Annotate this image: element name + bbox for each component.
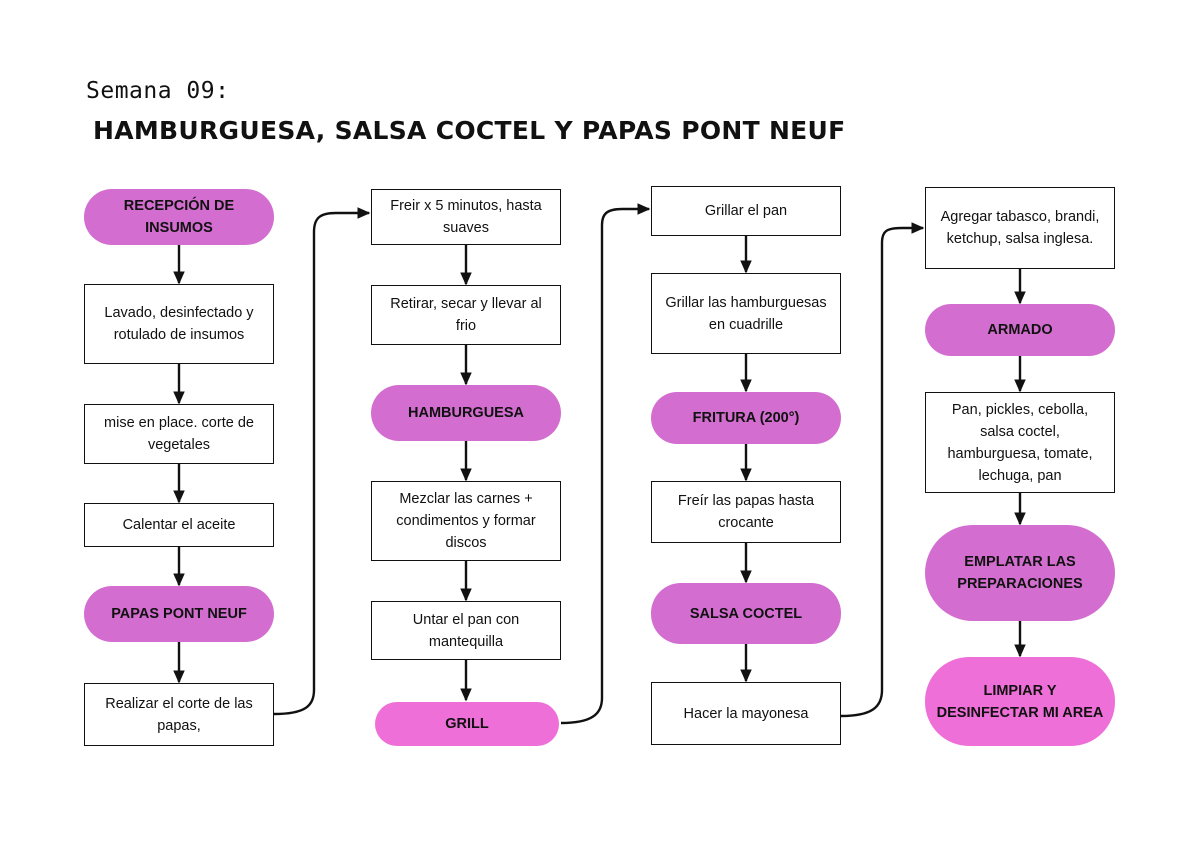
connector-col3-col4	[840, 222, 925, 718]
node-calentar-aceite: Calentar el aceite	[84, 503, 274, 547]
node-mise-en-place: mise en place. corte de vegetales	[84, 404, 274, 464]
node-agregar-tabasco: Agregar tabasco, brandi, ketchup, salsa …	[925, 187, 1115, 269]
connector-col2-col3	[560, 203, 651, 725]
node-freir-5-minutos: Freir x 5 minutos, hasta suaves	[371, 189, 561, 245]
node-untar-pan: Untar el pan con mantequilla	[371, 601, 561, 660]
node-hamburguesa: HAMBURGUESA	[371, 385, 561, 441]
node-grill: GRILL	[375, 702, 559, 746]
node-freir-papas: Freír las papas hasta crocante	[651, 481, 841, 543]
node-corte-papas: Realizar el corte de las papas,	[84, 683, 274, 746]
node-retirar-secar: Retirar, secar y llevar al frio	[371, 285, 561, 345]
node-grillar-hamburguesas: Grillar las hamburguesas en cuadrille	[651, 273, 841, 354]
node-grillar-pan: Grillar el pan	[651, 186, 841, 236]
connector-col1-col2	[273, 207, 371, 716]
node-armado: ARMADO	[925, 304, 1115, 356]
node-lavado-desinfectado: Lavado, desinfectado y rotulado de insum…	[84, 284, 274, 364]
subtitle: Semana 09:	[86, 78, 230, 104]
node-fritura: FRITURA (200°)	[651, 392, 841, 444]
node-papas-pont-neuf: PAPAS PONT NEUF	[84, 586, 274, 642]
node-recepcion-insumos: RECEPCIÓN DE INSUMOS	[84, 189, 274, 245]
node-salsa-coctel: SALSA COCTEL	[651, 583, 841, 644]
node-emplatar: EMPLATAR LAS PREPARACIONES	[925, 525, 1115, 621]
node-mezclar-carnes: Mezclar las carnes + condimentos y forma…	[371, 481, 561, 561]
node-hacer-mayonesa: Hacer la mayonesa	[651, 682, 841, 745]
node-pan-pickles: Pan, pickles, cebolla, salsa coctel, ham…	[925, 392, 1115, 493]
page-title: HAMBURGUESA, SALSA COCTEL Y PAPAS PONT N…	[93, 116, 846, 145]
node-limpiar-desinfectar: LIMPIAR Y DESINFECTAR MI AREA	[925, 657, 1115, 746]
